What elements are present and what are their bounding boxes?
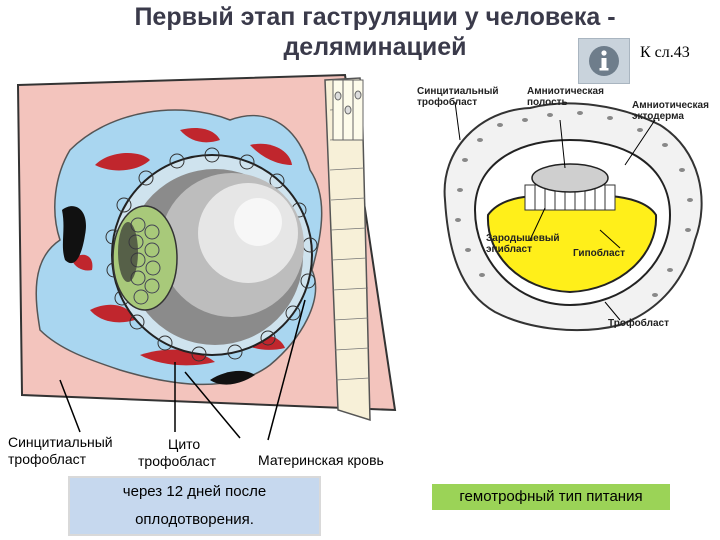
info-button[interactable]	[578, 38, 630, 84]
label-syncytial: Синцитиальный трофобласт	[8, 434, 113, 468]
amniotic-cavity	[531, 163, 609, 193]
rlabel-syncytial: Синцитиальный трофобласт	[417, 86, 499, 108]
nutrition-box: гемотрофный тип питания	[432, 484, 670, 510]
info-icon	[589, 46, 619, 76]
rlabel-germinal-line-1: Зародышевый	[486, 233, 560, 244]
epithelium-strip	[324, 77, 371, 422]
page-title: Первый этап гаструляции у человека - дел…	[95, 2, 655, 62]
label-maternal-blood: Материнская кровь	[258, 452, 384, 468]
right-figure	[443, 101, 703, 332]
note-line-2: оплодотворения.	[135, 511, 254, 528]
label-cyto-line-1: Цито	[168, 436, 201, 452]
black-vessel	[62, 206, 86, 264]
rlabel-amniotic-cavity-line-1: Амниотическая	[527, 86, 604, 97]
note-line-1: через 12 дней после	[122, 483, 267, 500]
rlabel-syncytial-line-2: трофобласт	[417, 97, 478, 108]
label-cyto: Цито трофобласт	[138, 436, 216, 470]
leader-lines	[59, 299, 306, 441]
label-cyto-line-2: трофобласт	[138, 453, 217, 469]
rlabel-germinal: Зародышевый эпибласт	[486, 233, 560, 255]
rlabel-hypoblast: Гипобласт	[573, 248, 626, 259]
cytotrophoblast-cells	[105, 147, 318, 362]
label-syncytial-line-2: трофобласт	[8, 451, 87, 467]
right-leader-lines	[454, 101, 656, 321]
rlabel-amniotic-cavity: Амниотическая полость	[527, 86, 604, 108]
title-line-2: деляминацией	[283, 33, 467, 61]
rlabel-amniotic-ecto: Амниотическая эктодерма	[632, 100, 709, 122]
left-figure	[16, 73, 397, 441]
label-syncytial-line-1: Синцитиальный	[8, 434, 113, 450]
rlabel-amniotic-ecto-line-2: эктодерма	[632, 111, 684, 122]
rlabel-amniotic-cavity-line-2: полость	[527, 97, 568, 108]
syncytial-nuclei	[455, 111, 693, 297]
columnar-cells	[332, 79, 364, 141]
note-box: через 12 дней после оплодотворения.	[68, 476, 321, 536]
rlabel-amniotic-ecto-line-1: Амниотическая	[632, 100, 709, 111]
rlabel-syncytial-line-1: Синцитиальный	[417, 86, 499, 97]
rlabel-trophoblast: Трофобласт	[608, 318, 669, 329]
slide-reference: К сл.43	[640, 44, 690, 61]
title-line-1: Первый этап гаструляции у человека -	[134, 3, 616, 31]
epiblast-cells	[524, 184, 616, 211]
rlabel-germinal-line-2: эпибласт	[486, 244, 533, 255]
